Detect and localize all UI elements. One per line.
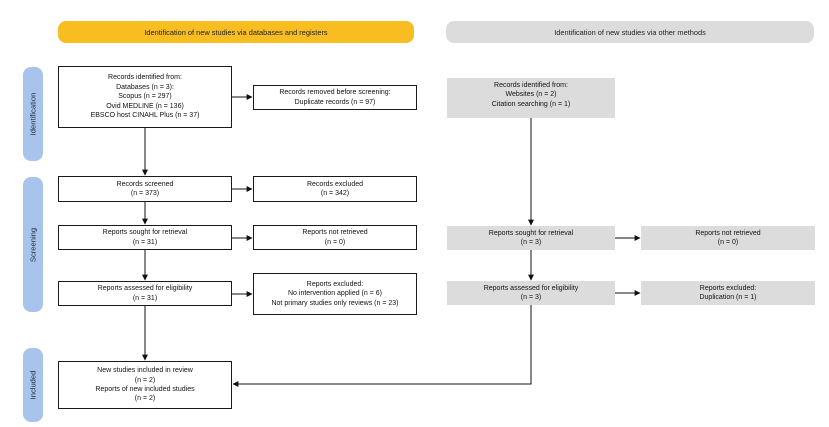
db-reports-excluded: Reports excluded: No intervention applie… — [253, 273, 417, 315]
other-reports-not-retrieved: Reports not retrieved (n = 0) — [641, 226, 815, 250]
db-reports-assessed: Reports assessed for eligibility (n = 31… — [58, 281, 232, 306]
db-reports-sought: Reports sought for retrieval (n = 31) — [58, 225, 232, 250]
db-studies-included: New studies included in review (n = 2) R… — [58, 361, 232, 409]
phase-identification: Identification — [23, 67, 43, 161]
arrow-other-to-included — [232, 305, 532, 387]
other-reports-assessed: Reports assessed for eligibility (n = 3) — [447, 281, 615, 305]
phase-screening: Screening — [23, 177, 43, 312]
db-records-identified: Records identified from: Databases (n = … — [58, 66, 232, 128]
phase-included: Included — [23, 348, 43, 422]
other-reports-excluded: Reports excluded: Duplication (n = 1) — [641, 281, 815, 305]
db-records-removed: Records removed before screening: Duplic… — [253, 85, 417, 110]
other-records-identified: Records identified from: Websites (n = 2… — [447, 78, 615, 118]
db-records-excluded: Records excluded (n = 342) — [253, 176, 417, 202]
db-reports-not-retrieved: Reports not retrieved (n = 0) — [253, 225, 417, 250]
db-records-screened: Records screened (n = 373) — [58, 176, 232, 202]
header-other-methods: Identification of new studies via other … — [446, 21, 814, 43]
other-reports-sought: Reports sought for retrieval (n = 3) — [447, 226, 615, 250]
header-databases: Identification of new studies via databa… — [58, 21, 414, 43]
